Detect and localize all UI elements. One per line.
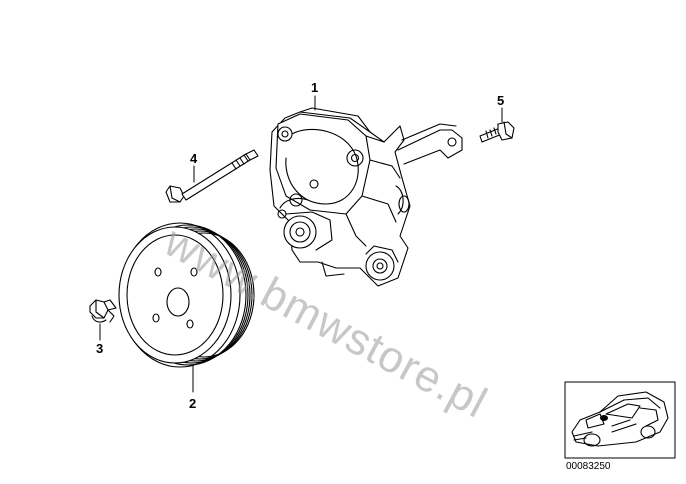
car-thumbnail bbox=[564, 381, 676, 459]
short-bolt[interactable] bbox=[479, 107, 515, 143]
callout-1[interactable]: 1 bbox=[311, 80, 319, 95]
pulley[interactable] bbox=[118, 222, 255, 393]
callout-4[interactable]: 4 bbox=[190, 151, 198, 166]
pulley-bolt[interactable] bbox=[89, 299, 117, 341]
power-steering-pump[interactable] bbox=[269, 95, 463, 287]
callout-2[interactable]: 2 bbox=[189, 396, 197, 411]
callout-3[interactable]: 3 bbox=[96, 341, 104, 356]
long-bolt[interactable] bbox=[165, 149, 259, 203]
callout-5[interactable]: 5 bbox=[497, 93, 505, 108]
diagram-reference-number: 00083250 bbox=[566, 461, 611, 472]
